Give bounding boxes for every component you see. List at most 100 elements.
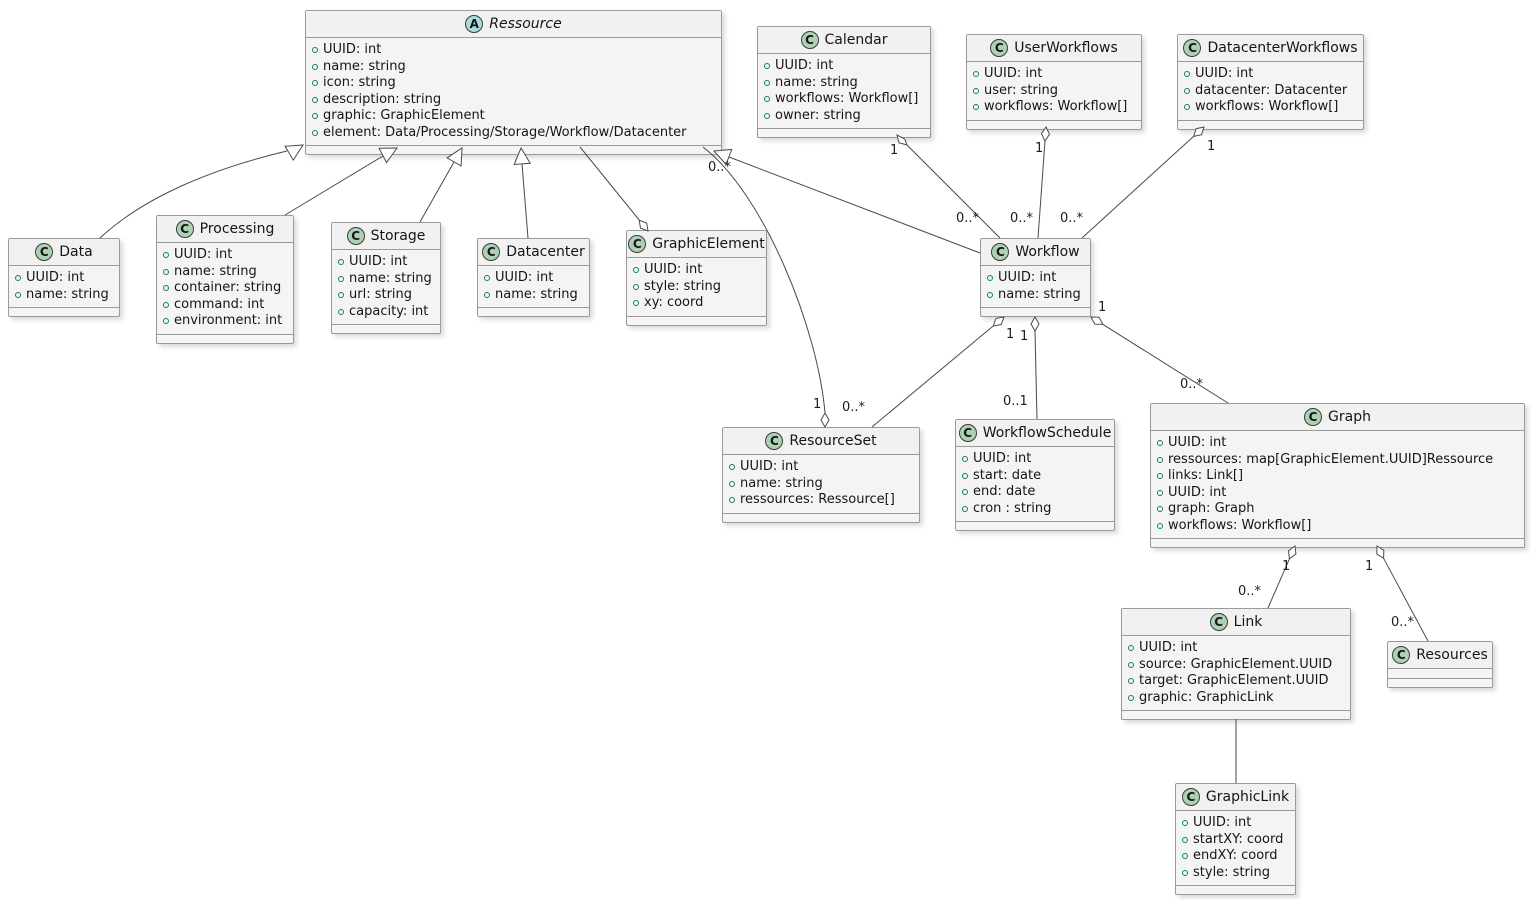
multiplicity-label: 0..* bbox=[1180, 377, 1204, 392]
aggregation-diamond-icon bbox=[820, 411, 830, 429]
attribute: UUID: int bbox=[1128, 640, 1343, 657]
methods-compartment bbox=[758, 128, 930, 137]
class-calendar: C Calendar UUID: int name: string workfl… bbox=[757, 26, 931, 138]
class-name: Resources bbox=[1416, 647, 1488, 663]
multiplicity-label: 1 bbox=[1282, 559, 1291, 574]
multiplicity-label: 1 bbox=[1098, 300, 1107, 315]
field-icon bbox=[1182, 820, 1188, 826]
multiplicity-label: 1 bbox=[890, 143, 899, 158]
field-icon bbox=[312, 63, 318, 70]
field-icon bbox=[987, 275, 993, 281]
attribute-list: UUID: int name: string workflows: Workfl… bbox=[758, 54, 930, 128]
field-icon bbox=[163, 268, 169, 275]
class-header: C Data bbox=[9, 239, 119, 266]
class-name: Datacenter bbox=[506, 244, 585, 260]
class-datacenterworkflows: C DatacenterWorkflows UUID: int datacent… bbox=[1177, 34, 1364, 130]
field-icon bbox=[1157, 473, 1163, 479]
attribute-text: name: string bbox=[495, 286, 578, 302]
edge-ressource-graphicelement bbox=[579, 146, 641, 222]
attribute: UUID: int bbox=[312, 42, 714, 59]
field-icon bbox=[1184, 71, 1190, 77]
attribute: name: string bbox=[312, 59, 714, 76]
attribute-text: graphic: GraphicElement bbox=[323, 108, 485, 123]
attribute: graphic: GraphicElement bbox=[312, 108, 714, 125]
attribute-text: UUID: int bbox=[984, 66, 1043, 81]
class-name: DatacenterWorkflows bbox=[1207, 40, 1358, 56]
field-icon bbox=[1182, 853, 1188, 859]
field-icon bbox=[1128, 645, 1134, 651]
edge-workflow-resourceset bbox=[871, 325, 994, 428]
field-icon bbox=[764, 96, 770, 102]
attribute-list: UUID: int name: string icon: string desc… bbox=[306, 38, 721, 145]
edge-datacenter-extends-ressource bbox=[521, 163, 529, 239]
attribute: user: string bbox=[973, 83, 1134, 100]
attribute: links: Link[] bbox=[1157, 468, 1517, 485]
methods-compartment bbox=[1176, 885, 1295, 894]
field-icon bbox=[962, 472, 968, 479]
field-icon bbox=[163, 285, 169, 291]
attribute: style: string bbox=[633, 279, 759, 296]
attribute-text: workflows: Workflow[] bbox=[984, 99, 1128, 114]
field-icon bbox=[962, 489, 968, 495]
attribute: workflows: Workflow[] bbox=[764, 91, 923, 108]
class-icon: C bbox=[628, 235, 647, 253]
class-resourceset: C ResourceSet UUID: int name: string res… bbox=[722, 427, 920, 523]
field-icon bbox=[338, 259, 344, 265]
class-icon: C bbox=[1183, 39, 1202, 57]
attribute-text: UUID: int bbox=[1168, 484, 1227, 500]
class-name: WorkflowSchedule bbox=[982, 425, 1112, 441]
attribute: name: string bbox=[15, 287, 112, 304]
class-data: C Data UUID: int name: string bbox=[8, 238, 120, 317]
aggregation-diamond-icon bbox=[1030, 315, 1040, 333]
field-icon bbox=[729, 480, 735, 487]
attribute-text: name: string bbox=[26, 286, 109, 302]
class-userworkflows: C UserWorkflows UUID: int user: string w… bbox=[966, 34, 1142, 130]
class-icon: C bbox=[1304, 408, 1323, 426]
attributes-compartment bbox=[1388, 669, 1492, 678]
attribute: name: string bbox=[484, 287, 582, 304]
attribute-text: workflows: Workflow[] bbox=[775, 91, 919, 106]
attribute-text: graph: Graph bbox=[1168, 501, 1255, 516]
multiplicity-label: 0..* bbox=[1010, 211, 1034, 226]
field-icon bbox=[338, 292, 344, 298]
attribute: UUID: int bbox=[163, 247, 286, 264]
attribute: graph: Graph bbox=[1157, 501, 1517, 518]
attribute: container: string bbox=[163, 280, 286, 297]
field-icon bbox=[973, 87, 979, 94]
attribute: UUID: int bbox=[633, 262, 759, 279]
attribute: name: string bbox=[987, 287, 1083, 304]
attribute-list: UUID: int user: string workflows: Workfl… bbox=[967, 62, 1141, 120]
class-name: Ressource bbox=[489, 16, 562, 32]
attribute-text: capacity: int bbox=[349, 303, 429, 319]
attribute-text: style: string bbox=[1193, 864, 1271, 880]
field-icon bbox=[484, 291, 490, 298]
attribute: ressources: map[GraphicElement.UUID]Ress… bbox=[1157, 452, 1517, 469]
methods-compartment bbox=[306, 145, 721, 154]
multiplicity-label: 1 bbox=[1006, 327, 1015, 342]
class-icon: C bbox=[958, 424, 977, 442]
field-icon bbox=[1128, 661, 1134, 668]
class-header: C Processing bbox=[157, 216, 293, 243]
attribute-text: workflows: Workflow[] bbox=[1168, 517, 1312, 533]
attribute: environment: int bbox=[163, 313, 286, 330]
field-icon bbox=[1157, 440, 1163, 446]
methods-compartment bbox=[157, 333, 293, 343]
field-icon bbox=[1184, 87, 1190, 94]
methods-compartment bbox=[1151, 538, 1524, 547]
multiplicity-label: 1 bbox=[1020, 329, 1029, 344]
attribute: UUID: int bbox=[962, 451, 1107, 468]
field-icon bbox=[1157, 456, 1163, 463]
attribute-list: UUID: int name: string ressources: Resso… bbox=[723, 455, 919, 513]
class-name: Workflow bbox=[1015, 244, 1080, 260]
multiplicity-label: 0..1 bbox=[1003, 394, 1028, 409]
attribute-list: UUID: int source: GraphicElement.UUID ta… bbox=[1122, 636, 1350, 710]
attribute-text: name: string bbox=[174, 263, 257, 279]
multiplicity-label: 0..* bbox=[1391, 615, 1415, 630]
attribute-text: UUID: int bbox=[1139, 640, 1198, 655]
class-workflowschedule: C WorkflowSchedule UUID: int start: date… bbox=[955, 419, 1115, 531]
field-icon bbox=[484, 275, 490, 281]
edge-processing-extends-ressource bbox=[284, 155, 384, 216]
multiplicity-label: 0..* bbox=[842, 400, 866, 415]
attribute-list: UUID: int name: string container: string… bbox=[157, 243, 293, 334]
multiplicity-label: 1 bbox=[1365, 559, 1374, 574]
